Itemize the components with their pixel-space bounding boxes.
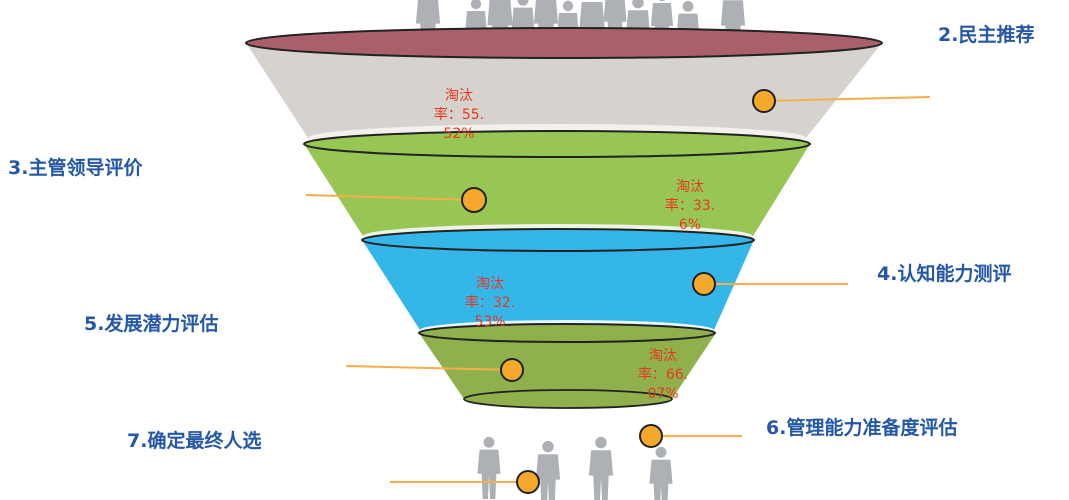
step-label-democratic-recommendation: 2.民主推荐 [938,24,1035,46]
elimination-rate-1: 淘汰率：55.52% [433,88,485,142]
marker-dot [461,187,487,213]
connector-line [763,96,931,102]
person-icon [535,440,561,500]
marker-dot [516,470,540,494]
funnel-stage-4 [418,323,716,409]
person-icon [477,436,501,499]
connector-line [345,365,513,371]
elimination-rate-2: 淘汰率：33.6% [664,179,716,233]
person-icon [588,436,614,500]
step-label-cognitive-assessment: 4.认知能力测评 [877,263,1012,285]
connector-lines [305,96,931,483]
marker-dot [752,89,776,113]
markers [461,89,776,494]
crowd-bottom [477,436,673,500]
step-label-final-selection: 7.确定最终人选 [127,430,262,452]
marker-dot [639,424,663,448]
person-icon [649,446,673,500]
step-label-potential-assessment: 5.发展潜力评估 [84,313,219,335]
step-label-management-readiness: 6.管理能力准备度评估 [766,417,958,439]
elimination-rate-4: 淘汰率：66.07% [637,348,689,402]
marker-dot [500,358,524,382]
elimination-rate-3: 淘汰率：32.53% [464,276,516,330]
connector-line [305,194,475,201]
step-label-supervisor-evaluation: 3.主管领导评价 [8,157,143,179]
marker-dot [692,272,716,296]
